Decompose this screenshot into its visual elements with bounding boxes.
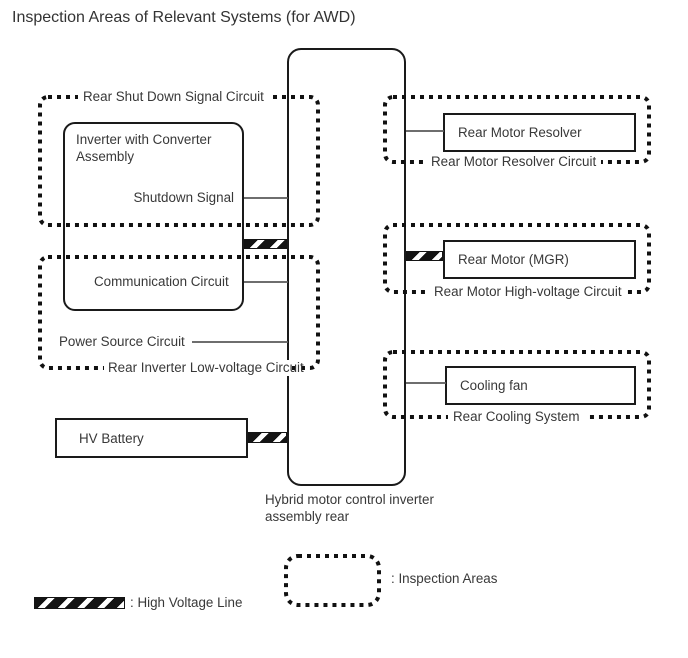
legend-high-voltage-swatch (34, 597, 125, 609)
shutdown-signal-label: Shutdown Signal (133, 190, 234, 205)
cooling-area-label: Rear Cooling System (448, 409, 585, 425)
diagram-title: Inspection Areas of Relevant Systems (fo… (12, 9, 356, 26)
communication-circuit-label: Communication Circuit (94, 274, 229, 289)
hv-battery-label: HV Battery (79, 430, 144, 446)
legend-inspection-area-swatch (284, 554, 381, 607)
inverter-converter-label: Inverter with Converter Assembly (76, 132, 212, 164)
shutdown-area-label: Rear Shut Down Signal Circuit (78, 89, 269, 105)
cooling-fan-label: Cooling fan (460, 378, 528, 393)
high-voltage-line-battery-to-center (248, 432, 287, 443)
hybrid-inverter-assembly-label: Hybrid motor control inverter assembly r… (265, 492, 434, 524)
rear-motor-resolver-box: Rear Motor Resolver (443, 113, 636, 152)
legend-high-voltage-label: : High Voltage Line (130, 595, 243, 610)
rear-motor-mgr-box: Rear Motor (MGR) (443, 240, 636, 279)
rear-motor-resolver-label: Rear Motor Resolver (458, 125, 582, 140)
legend-inspection-label: : Inspection Areas (391, 571, 498, 586)
motor-hv-area-label: Rear Motor High-voltage Circuit (429, 284, 627, 300)
hv-battery-box: HV Battery (55, 418, 248, 458)
low-voltage-area-label: Rear Inverter Low-voltage Circuit (104, 360, 304, 376)
cooling-fan-box: Cooling fan (445, 366, 636, 405)
high-voltage-line-inverter-to-center (244, 239, 287, 249)
high-voltage-line-center-to-motor (406, 251, 443, 261)
power-source-circuit-label: Power Source Circuit (59, 334, 185, 349)
hybrid-inverter-assembly-box (287, 48, 406, 486)
rear-motor-mgr-label: Rear Motor (MGR) (458, 252, 569, 267)
resolver-area-label: Rear Motor Resolver Circuit (426, 154, 602, 170)
